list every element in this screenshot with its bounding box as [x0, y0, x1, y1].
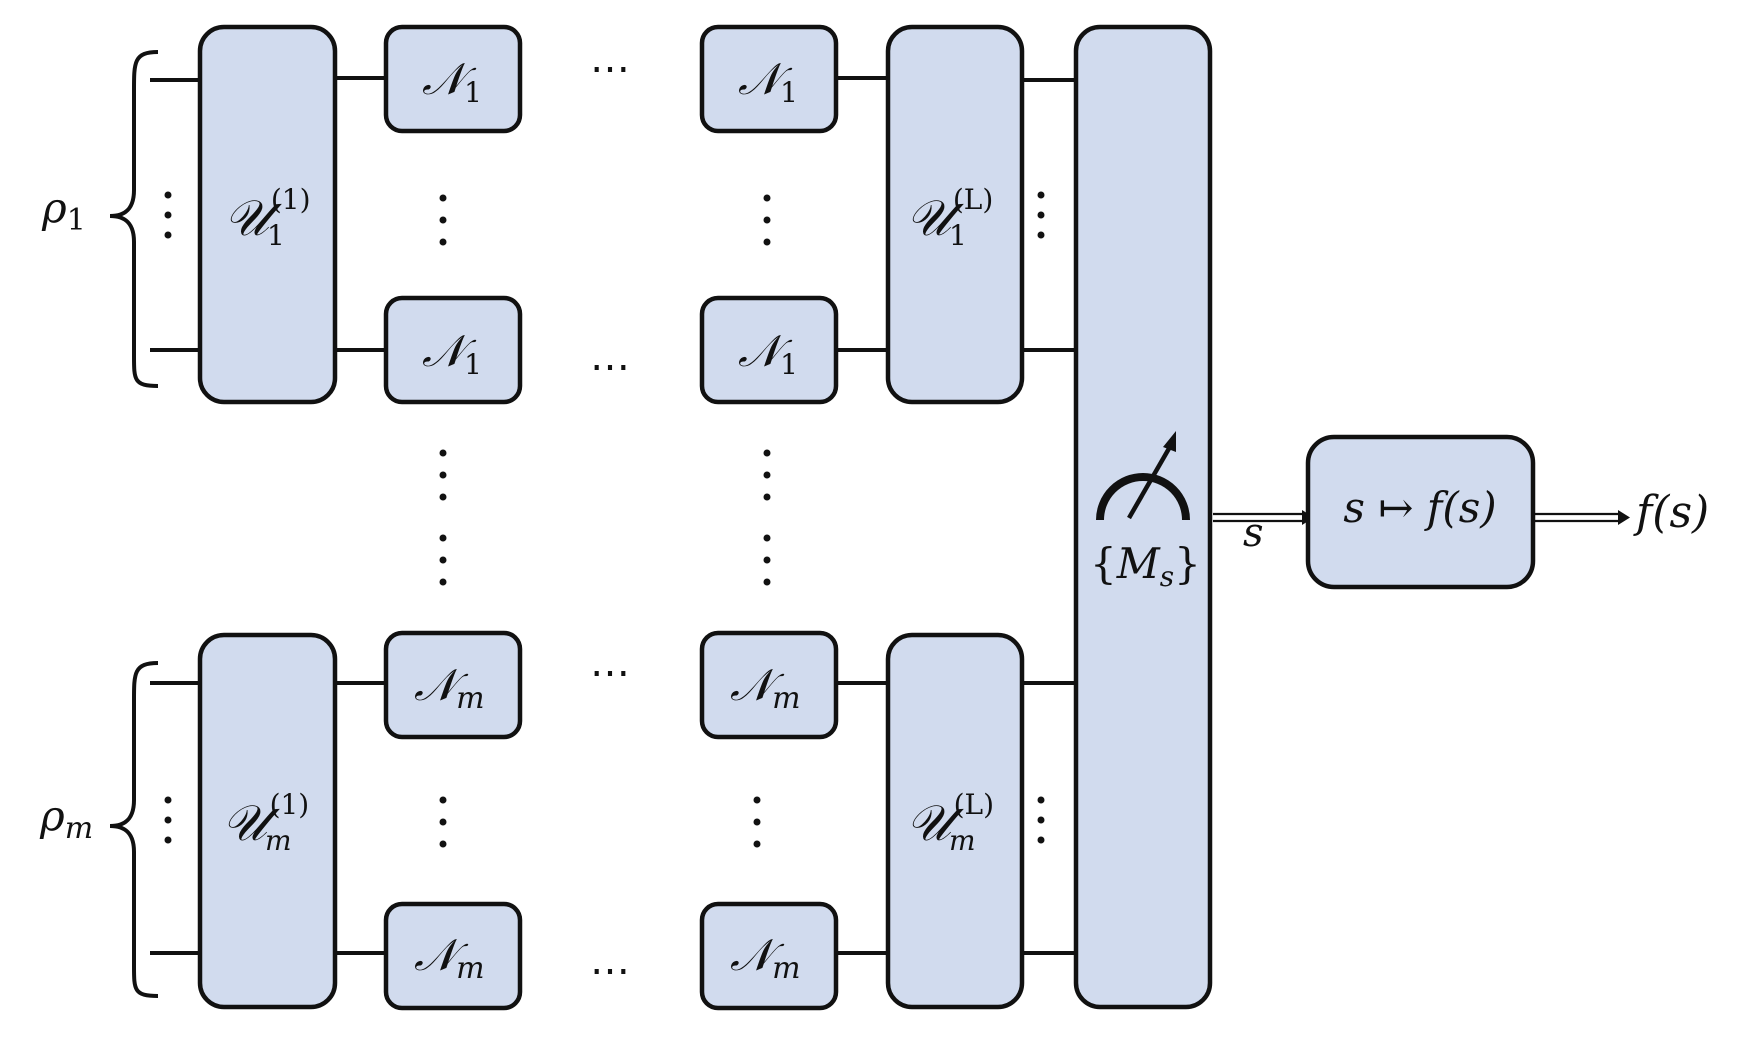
wires — [150, 76, 1076, 955]
h-ellipsis-row2: ⋯ — [590, 344, 630, 390]
measurement-label: {Ms} — [1090, 539, 1201, 593]
noise-box-n1-top-right — [699, 24, 839, 134]
brace-rhom — [109, 661, 159, 998]
input-label-rhom: ρm — [39, 791, 93, 846]
noise-box-nm-bottom-right — [699, 901, 839, 1011]
outcome-label: s — [1243, 510, 1264, 556]
arrow-head-icon — [1618, 510, 1630, 525]
horizontal-ellipses: ⋯ ⋯ ⋯ ⋯ — [590, 46, 630, 994]
noise-box-nm-top-left — [383, 630, 523, 740]
postprocess-box — [1305, 434, 1536, 590]
output-label: f(s) — [1633, 487, 1709, 538]
input-label-rho1: ρ1 — [41, 183, 86, 238]
h-ellipsis-row1: ⋯ — [590, 46, 630, 92]
postprocess-label: s ↦ f(s) — [1343, 483, 1496, 532]
noise-box-nm-bottom-left — [383, 901, 523, 1011]
noise-box-nm-top-right — [699, 630, 839, 740]
noise-box-n1-bottom-right — [699, 295, 839, 405]
noise-box-n1-top-left — [383, 24, 523, 134]
h-ellipsis-row3: ⋯ — [590, 650, 630, 696]
label-nm-top-left: 𝒩m — [414, 660, 485, 716]
h-ellipsis-row4: ⋯ — [590, 948, 630, 994]
measurement-box — [1073, 24, 1213, 1010]
unitary-box-u1-1 — [197, 24, 338, 405]
noise-box-n1-bottom-left — [383, 295, 523, 405]
unitary-box-u1-L — [885, 24, 1025, 405]
vertical-ellipsis-dots — [164, 191, 1045, 848]
unitary-box-um-1 — [197, 632, 338, 1010]
unitary-box-um-L — [885, 632, 1025, 1010]
brace-rho1 — [109, 50, 159, 388]
meter-icon — [1096, 431, 1190, 521]
